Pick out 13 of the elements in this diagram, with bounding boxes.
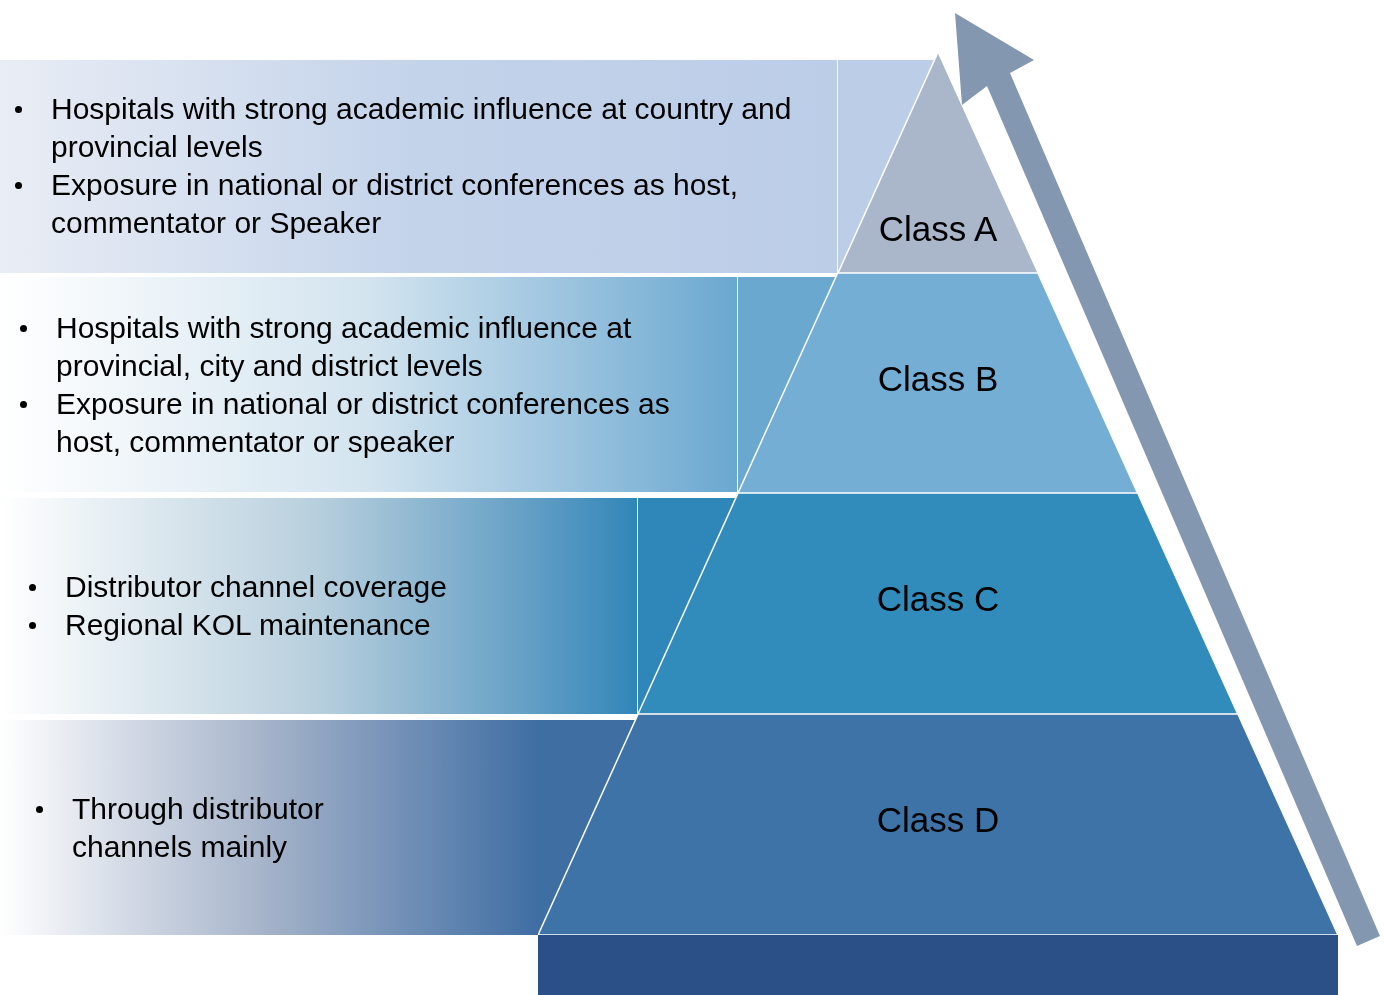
text-band [0,60,837,273]
tier-label: Class B [877,357,999,400]
bullet-text: Distributor channel coverage [65,569,448,605]
tier-label: Class C [876,578,1000,620]
bullet-text: Exposure in national or district conferences as host, commentator or Speaker [51,167,740,241]
pyramid-base [538,935,1338,995]
tier-label: Class D [876,799,1000,841]
bullet-text: Regional KOL maintenance [65,607,432,643]
bullet-text: Through distributor channels mainly [72,791,325,865]
bullet-text: Exposure in national or district conferences as host, commentator or speaker [56,386,671,460]
bullet-text: Hospitals with strong academic influence at provincial, city and district levels [56,310,633,384]
tier-label: Class A [878,207,998,250]
bullet-text: Hospitals with strong academic influence at country and provincial levels [51,91,793,165]
